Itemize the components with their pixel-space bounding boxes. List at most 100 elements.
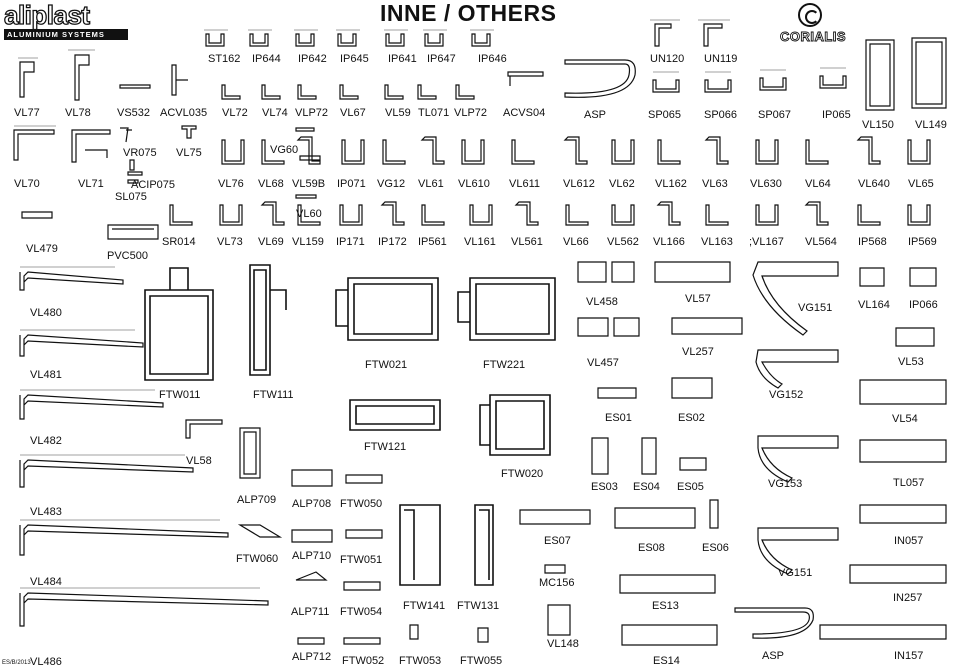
ftw051-section	[345, 529, 383, 539]
vl148-section	[547, 604, 571, 636]
profile-label: VL561	[511, 236, 543, 248]
profile-label: ASP	[584, 109, 607, 121]
profile-label: VL72	[222, 107, 248, 119]
angle-section	[455, 84, 475, 100]
channel-section	[205, 33, 225, 47]
profile-label: VL564	[805, 236, 837, 248]
z-section	[514, 201, 539, 226]
ftw141-section	[399, 504, 441, 586]
profile-label: ES14	[653, 655, 680, 667]
vl54-section	[859, 379, 947, 405]
profile-label: FTW111	[253, 389, 294, 401]
profile-label: ACVS04	[503, 107, 546, 119]
profile-label: VG12	[377, 178, 406, 190]
channel-section	[755, 204, 779, 226]
in057-section	[859, 504, 947, 524]
profile-label: ;VL167	[749, 236, 784, 248]
profile-label: VL148	[547, 638, 579, 650]
profile-label: VL611	[509, 178, 540, 190]
alp708-section	[291, 469, 333, 487]
profile-label: IN157	[894, 650, 924, 662]
angle-section	[261, 84, 281, 100]
profile-label: VL69	[258, 236, 284, 248]
profile-label: VL62	[609, 178, 635, 190]
profile-label: FTW011	[159, 389, 201, 401]
vl257-section	[671, 317, 743, 335]
vs532-section	[119, 84, 151, 89]
profile-label: VL257	[682, 346, 714, 358]
corialis-wordmark: CORIALIS	[779, 29, 847, 45]
profile-label: IP561	[418, 236, 447, 248]
ftw020-section	[479, 394, 551, 456]
profile-label: FTW221	[483, 359, 526, 371]
profile-label: ALP712	[292, 651, 332, 663]
footer-date: ES/B/2013	[2, 660, 31, 666]
profile-label: ES08	[638, 542, 665, 554]
angle-section	[705, 204, 729, 226]
ftw055-section	[477, 627, 489, 643]
ftw060-section	[237, 524, 283, 538]
z-section	[380, 201, 405, 226]
profile-label: VL75	[176, 147, 202, 159]
profile-label: FTW021	[365, 359, 408, 371]
es03-section	[591, 437, 609, 475]
profile-label: VL640	[858, 178, 890, 190]
profile-label: VS532	[117, 107, 151, 119]
profile-label: ALP708	[292, 498, 332, 510]
profile-label: IP071	[337, 178, 366, 190]
profile-label: VL458	[586, 296, 618, 308]
profile-label: VL57	[685, 293, 711, 305]
profile-label: FTW121	[364, 441, 407, 453]
profile-label: VL53	[898, 356, 924, 368]
profile-label: ACVL035	[160, 107, 208, 119]
vl77-section	[19, 61, 35, 98]
acvl035-section	[171, 64, 188, 96]
ftw021-section	[335, 277, 439, 341]
profile-label: IP065	[822, 109, 851, 121]
ftw053-section	[409, 624, 419, 640]
profile-label: FTW020	[501, 468, 544, 480]
profile-label: VL67	[340, 107, 366, 119]
profile-label: VL163	[701, 236, 733, 248]
profile-label: VL78	[65, 107, 91, 119]
profile-label: IP642	[298, 53, 327, 65]
profile-label: PVC500	[107, 250, 148, 262]
profile-label: VLP72	[295, 107, 329, 119]
profile-label: ES03	[591, 481, 618, 493]
angle-section	[857, 204, 881, 226]
vl70-section	[13, 129, 55, 161]
profile-label: VL64	[805, 178, 831, 190]
angle-section	[339, 84, 359, 100]
acip075-section	[127, 159, 143, 176]
profile-label: VL482	[30, 435, 62, 447]
profile-label: ST162	[208, 53, 241, 65]
tee-section	[181, 125, 197, 139]
profile-label: FTW131	[457, 600, 500, 612]
profile-label: SP066	[704, 109, 738, 121]
profile-label: VL481	[30, 369, 62, 381]
corialis-logo: CORIALIS	[768, 3, 858, 45]
channel-section	[424, 33, 444, 47]
profile-label: ES07	[544, 535, 571, 547]
profile-label: VL484	[30, 576, 62, 588]
page-title: INNE / OTHERS	[380, 0, 557, 26]
channel-section	[461, 139, 485, 165]
es06-section	[709, 499, 719, 529]
profile-label: IP641	[388, 53, 417, 65]
profile-label: VL159	[292, 236, 324, 248]
un119-section	[703, 23, 723, 47]
channel-section	[611, 139, 635, 165]
z-section	[704, 136, 729, 165]
profile-label: VL150	[862, 119, 894, 131]
profile-label: VL74	[262, 107, 288, 119]
profile-label: IP568	[858, 236, 887, 248]
es13-section	[619, 574, 716, 594]
z-section	[804, 201, 829, 226]
profile-label: VL61	[418, 178, 444, 190]
profile-label: FTW050	[340, 498, 383, 510]
profile-label: SP067	[758, 109, 792, 121]
profile-label: IP172	[378, 236, 407, 248]
profile-label: VL59B	[292, 178, 326, 190]
alp711-section	[295, 571, 328, 581]
